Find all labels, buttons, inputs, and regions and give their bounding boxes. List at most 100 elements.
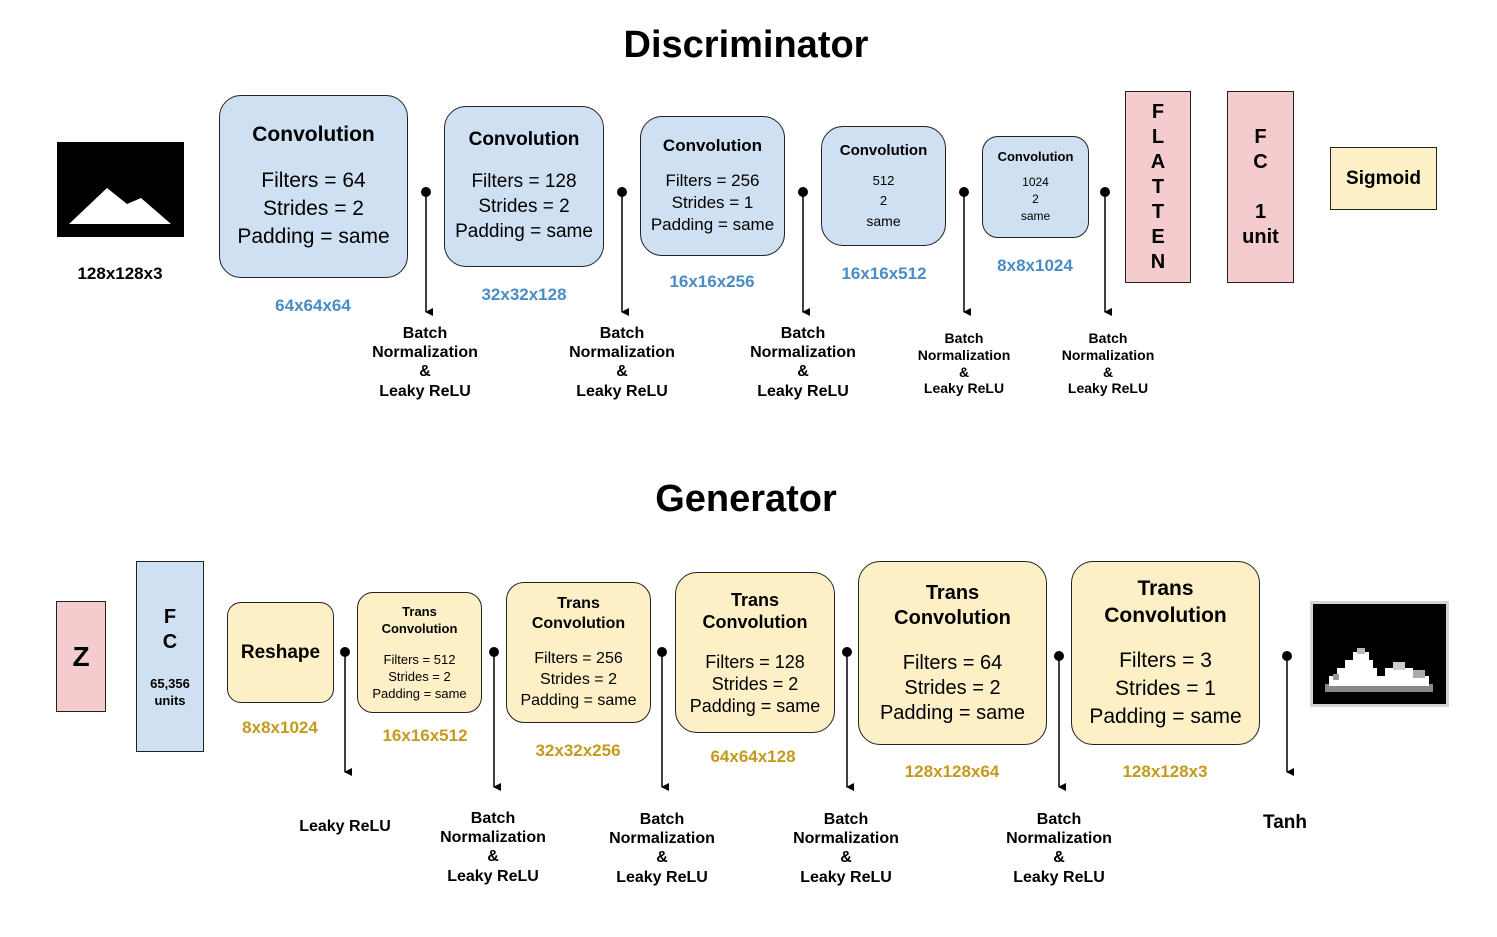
disc-conv-2-strides: Strides = 2: [478, 196, 570, 217]
disc-conv-5-shape: 8x8x1024: [997, 256, 1073, 275]
gen-tconv-3-l1: Trans: [730, 589, 780, 610]
disc-conv-2-name: Convolution: [468, 129, 580, 150]
disc-conv-4: Convolution 512 2 same: [821, 126, 946, 246]
gen-tconv-1-shape: 16x16x512: [382, 726, 468, 745]
flatten-letter: L: [1151, 125, 1165, 148]
gen-tconv-1-l2: Convolution: [381, 621, 458, 636]
disc-fc-line: unit: [1242, 225, 1279, 248]
flatten-letter: T: [1151, 175, 1165, 198]
reshape-shape: 8x8x1024: [242, 718, 318, 737]
disc-conv-3-padding: Padding = same: [650, 215, 775, 234]
flatten-letter: A: [1150, 150, 1166, 173]
gen-fc-box: F C 65,356 units: [136, 561, 204, 752]
gen-tconv-1: Trans Convolution Filters = 512 Strides …: [357, 592, 482, 713]
gen-fc-l1: F: [163, 605, 177, 628]
gen-fc-units-value: 65,356: [150, 675, 190, 691]
sigmoid-box: Sigmoid: [1330, 147, 1437, 210]
gen-tconv-5-l1: Trans: [1137, 577, 1194, 600]
input-shape-label: 128x128x3: [77, 264, 163, 283]
reshape-label: Reshape: [240, 641, 321, 663]
disc-conv-1-name: Convolution: [252, 122, 375, 146]
sigmoid-label: Sigmoid: [1346, 167, 1421, 189]
disc-conv-4-name: Convolution: [839, 141, 928, 159]
flatten-letter: N: [1150, 250, 1166, 273]
disc-conv-5-strides: 2: [1032, 192, 1039, 206]
disc-arrow-3: [798, 187, 810, 316]
gen-tconv-4-l2: Convolution: [894, 606, 1011, 629]
disc-conv-4-strides: 2: [879, 192, 888, 208]
gen-tconv-4-shape: 128x128x64: [904, 762, 1000, 781]
disc-conv-1-shape: 64x64x64: [275, 296, 351, 315]
disc-conv-2-filters: Filters = 128: [471, 171, 577, 192]
gen-tconv-4-l1: Trans: [925, 581, 980, 604]
gen-tconv-2-l1: Trans: [557, 595, 600, 612]
gen-tconv-1-l1: Trans: [402, 604, 437, 619]
gen-tconv-4-strides: Strides = 2: [904, 676, 1001, 699]
gen-fc-units-label: units: [154, 692, 186, 708]
disc-conv-3-name: Convolution: [662, 136, 763, 155]
flatten-letter: T: [1151, 200, 1165, 223]
disc-fc-box: F C 1 unit: [1227, 91, 1294, 283]
gen-tconv-4: Trans Convolution Filters = 64 Strides =…: [858, 561, 1047, 745]
flatten-letter: E: [1151, 225, 1165, 248]
disc-conv-4-padding: same: [866, 212, 901, 229]
gen-tconv-4-padding: Padding = same: [879, 701, 1026, 724]
z-box: Z: [56, 601, 106, 712]
disc-conv-4-shape: 16x16x512: [841, 264, 927, 283]
gen-arrow-reshape: [340, 647, 352, 776]
disc-arrow-1: [421, 187, 433, 316]
input-image-icon: [57, 142, 184, 237]
gen-tconv-5-filters: Filters = 3: [1119, 649, 1212, 672]
gen-tconv-2: Trans Convolution Filters = 256 Strides …: [506, 582, 651, 723]
gen-tconv-5-strides: Strides = 1: [1115, 677, 1216, 700]
gen-arrow-2: [657, 647, 669, 791]
disc-conv-3-strides: Strides = 1: [671, 193, 754, 212]
disc-conv-1: Convolution Filters = 64 Strides = 2 Pad…: [219, 95, 408, 278]
gen-activation-tanh: Tanh: [1263, 812, 1307, 833]
disc-conv-5-filters: 1024: [1022, 175, 1049, 189]
gen-arrow-tanh: [1282, 651, 1294, 776]
gen-tconv-2-padding: Padding = same: [520, 692, 637, 709]
discriminator-title: Discriminator: [623, 24, 869, 66]
gen-tconv-2-filters: Filters = 256: [534, 650, 623, 667]
disc-conv-4-filters: 512: [872, 172, 895, 188]
gen-tconv-2-shape: 32x32x256: [535, 741, 621, 760]
gen-tconv-3-shape: 64x64x128: [710, 747, 796, 766]
disc-conv-2: Convolution Filters = 128 Strides = 2 Pa…: [444, 106, 604, 267]
gen-tconv-3-padding: Padding = same: [689, 695, 821, 716]
disc-conv-5-name: Convolution: [997, 149, 1074, 164]
disc-arrow-4: [959, 187, 971, 316]
disc-conv-3-filters: Filters = 256: [665, 171, 760, 190]
gen-tconv-2-l2: Convolution: [531, 615, 626, 632]
gen-tconv-2-strides: Strides = 2: [540, 671, 617, 688]
disc-conv-3-shape: 16x16x256: [669, 272, 755, 291]
gen-tconv-1-filters: Filters = 512: [383, 652, 456, 667]
gen-activation-reshape: Leaky ReLU: [299, 818, 391, 835]
gen-arrow-1: [489, 647, 501, 791]
output-image-icon: [1310, 601, 1449, 707]
gen-tconv-5-padding: Padding = same: [1089, 705, 1242, 728]
disc-fc-line: C: [1253, 150, 1268, 173]
flatten-letter: F: [1151, 100, 1165, 123]
gen-tconv-3-filters: Filters = 128: [705, 651, 805, 672]
generator-title: Generator: [655, 478, 837, 520]
reshape-box: Reshape: [227, 602, 334, 703]
gen-tconv-3-strides: Strides = 2: [711, 673, 799, 694]
gen-arrow-3: [842, 647, 854, 791]
z-label: Z: [72, 640, 90, 672]
gen-tconv-5-l2: Convolution: [1104, 604, 1227, 627]
disc-conv-1-padding: Padding = same: [237, 224, 390, 248]
disc-conv-2-padding: Padding = same: [455, 221, 593, 242]
disc-arrow-2: [617, 187, 629, 316]
disc-conv-1-filters: Filters = 64: [261, 168, 366, 192]
disc-conv-1-strides: Strides = 2: [263, 196, 364, 220]
